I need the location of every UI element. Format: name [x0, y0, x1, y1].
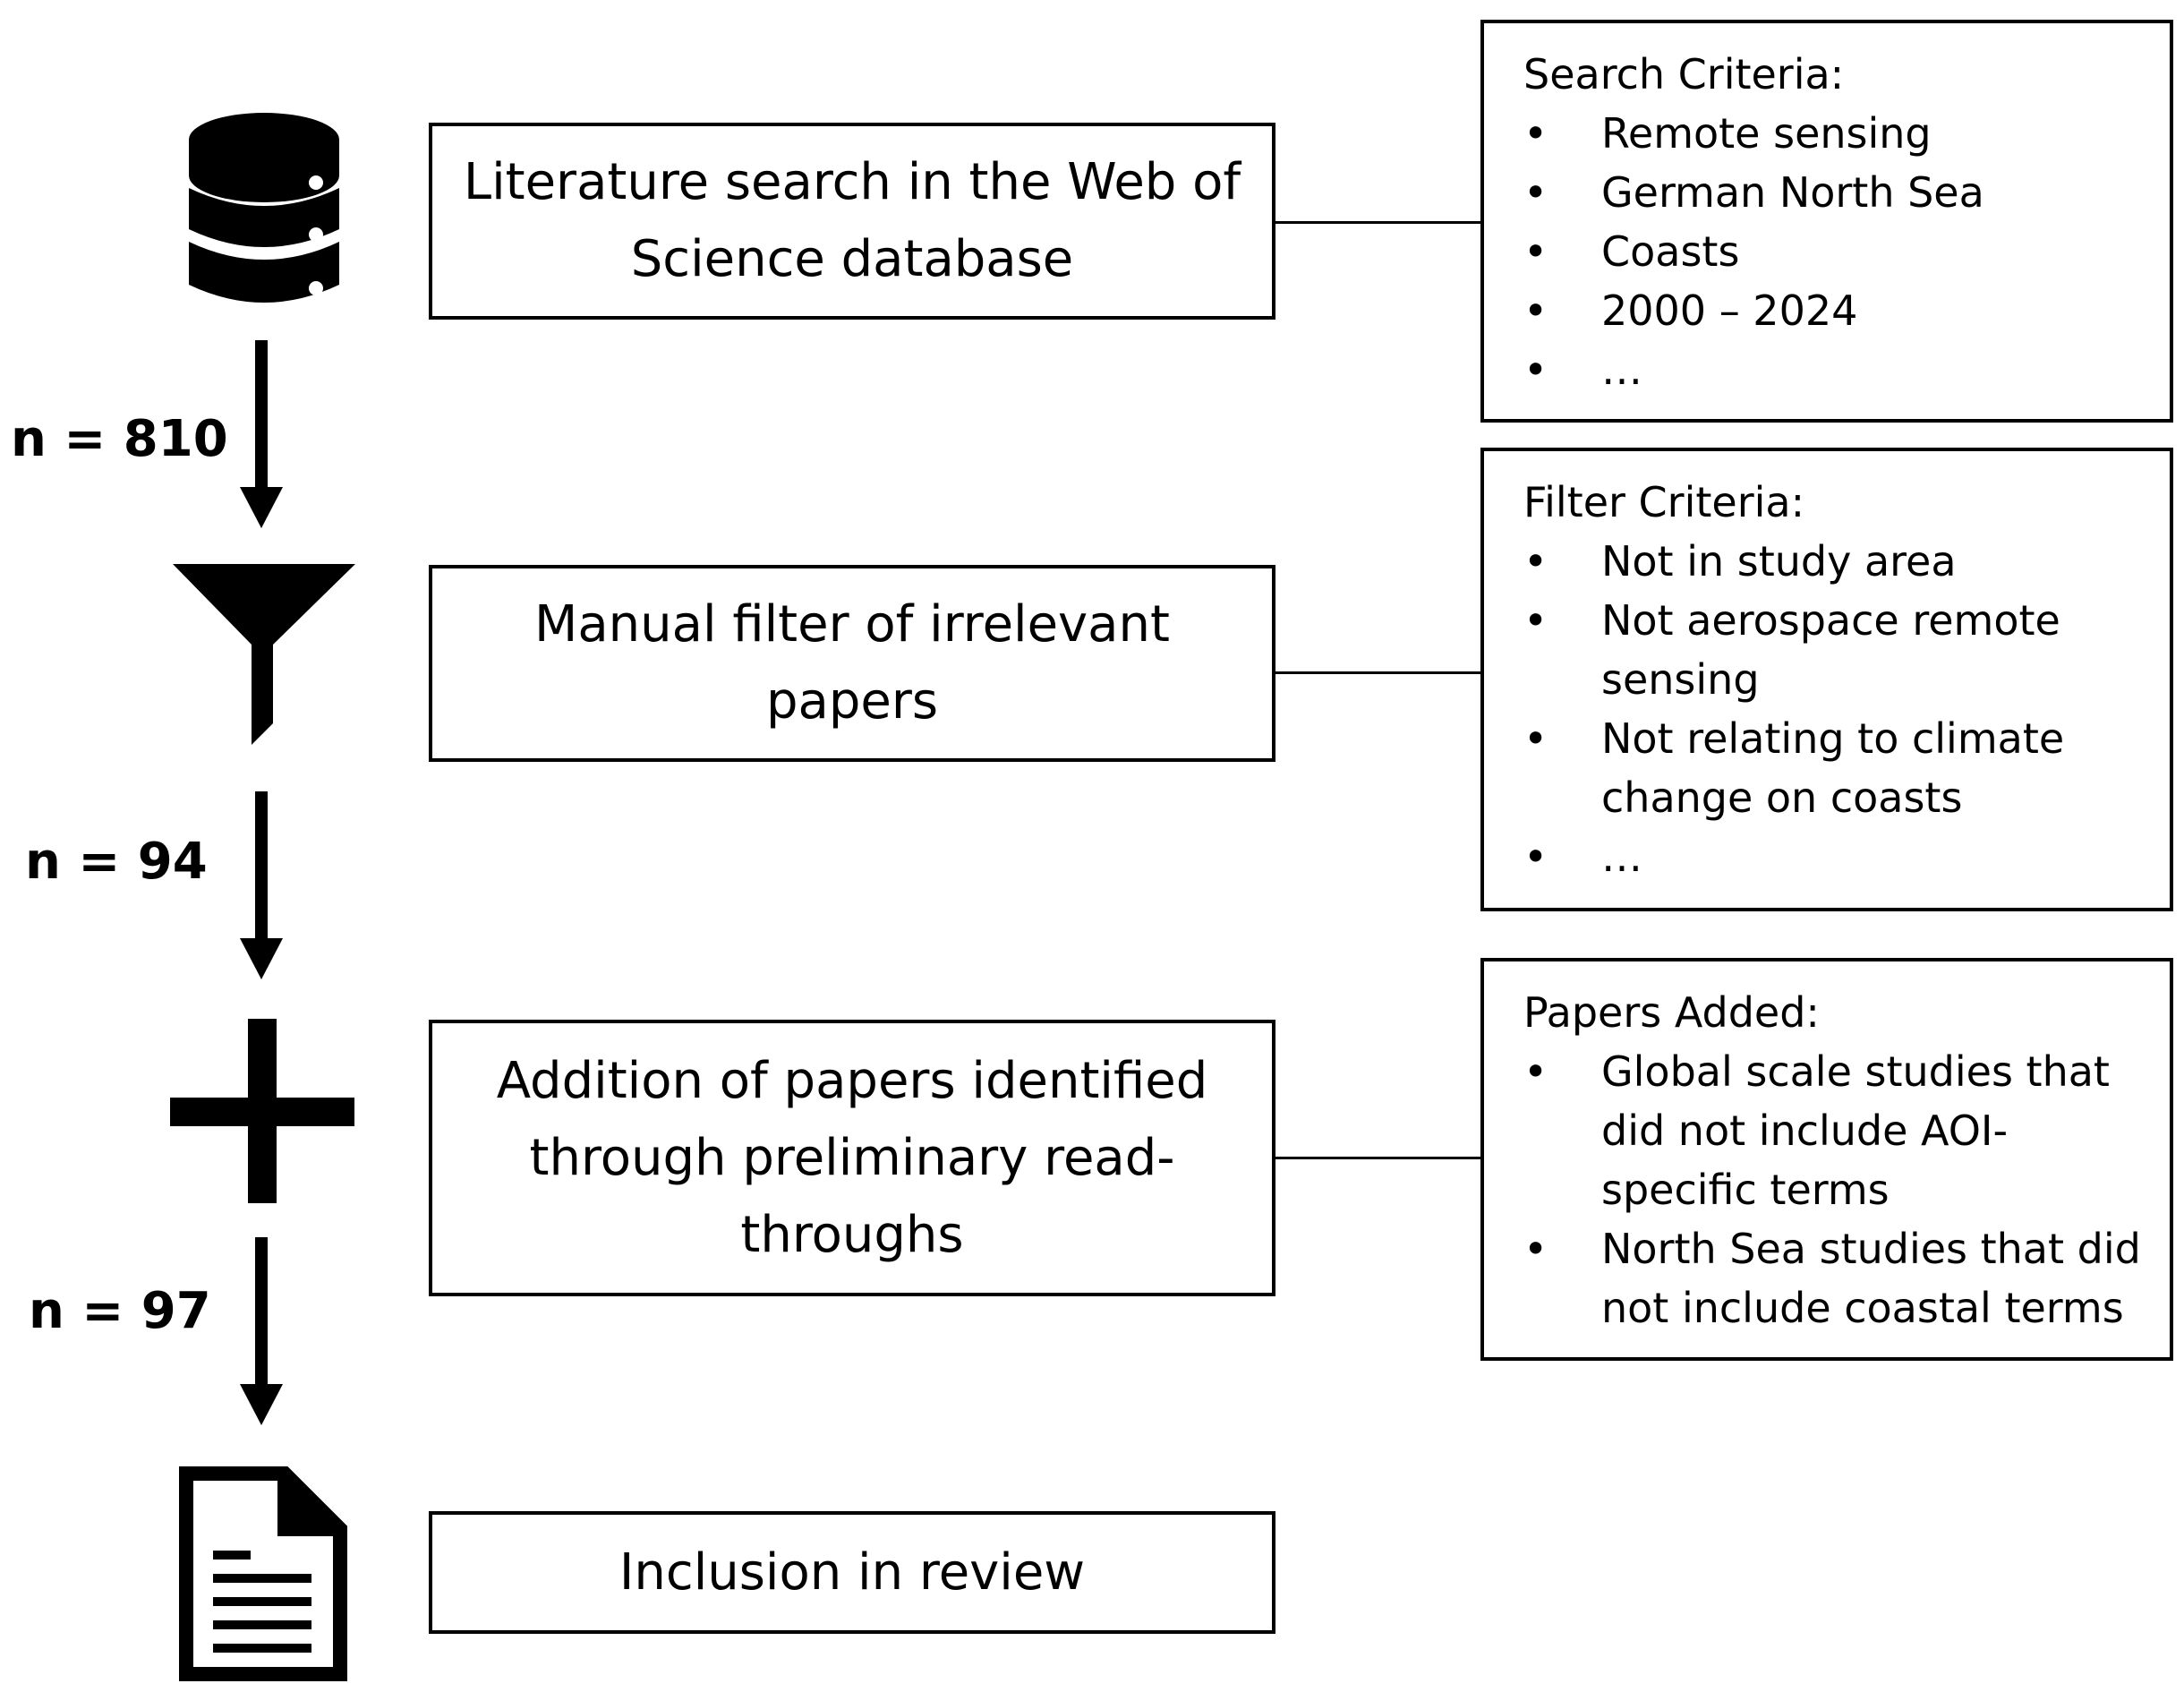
criteria-item: Remote sensing	[1523, 104, 2143, 163]
criteria-item: 2000 – 2024	[1523, 281, 2143, 340]
count-label: n = 97	[29, 1282, 211, 1340]
step-box-filter: Manual filter of irrelevant papers	[429, 565, 1275, 762]
down-arrow	[240, 1237, 283, 1425]
database-icon	[189, 113, 339, 303]
step-label: Literature search in the Web of Science …	[463, 153, 1241, 288]
criteria-item: North Sea studies that did not include c…	[1523, 1219, 2143, 1337]
criteria-title: Papers Added:	[1523, 988, 1820, 1037]
criteria-title: Search Criteria:	[1523, 50, 1845, 98]
criteria-title: Filter Criteria:	[1523, 478, 1805, 526]
count-label: n = 810	[11, 410, 228, 468]
step-label: Inclusion in review	[619, 1542, 1086, 1602]
document-icon	[179, 1466, 347, 1681]
criteria-list: Remote sensing German North Sea Coasts 2…	[1523, 104, 2143, 399]
funnel-icon	[173, 564, 355, 745]
criteria-item: Not aerospace remote sensing	[1523, 591, 2143, 709]
papers-added-box: Papers Added: Global scale studies that …	[1480, 958, 2173, 1361]
step-label: Addition of papers identified through pr…	[496, 1051, 1208, 1264]
criteria-list: Global scale studies that did not includ…	[1523, 1042, 2143, 1337]
criteria-item: …	[1523, 340, 2143, 399]
count-label: n = 94	[25, 833, 208, 891]
connector-line	[1275, 1157, 1480, 1159]
criteria-list: Not in study area Not aerospace remote s…	[1523, 532, 2143, 886]
criteria-item: Not relating to climate change on coasts	[1523, 709, 2143, 827]
criteria-item: …	[1523, 827, 2143, 886]
step-box-inclusion: Inclusion in review	[429, 1511, 1275, 1634]
step-label: Manual filter of irrelevant papers	[534, 595, 1170, 731]
criteria-item: Coasts	[1523, 222, 2143, 281]
connector-line	[1275, 221, 1480, 224]
down-arrow	[240, 340, 283, 528]
connector-line	[1275, 671, 1480, 674]
step-box-search: Literature search in the Web of Science …	[429, 123, 1275, 320]
criteria-item: Global scale studies that did not includ…	[1523, 1042, 2143, 1219]
filter-criteria-box: Filter Criteria: Not in study area Not a…	[1480, 448, 2173, 911]
criteria-item: Not in study area	[1523, 532, 2143, 591]
down-arrow	[240, 791, 283, 979]
step-box-addition: Addition of papers identified through pr…	[429, 1020, 1275, 1296]
plus-icon	[170, 1019, 354, 1203]
criteria-item: German North Sea	[1523, 163, 2143, 222]
search-criteria-box: Search Criteria: Remote sensing German N…	[1480, 20, 2173, 423]
